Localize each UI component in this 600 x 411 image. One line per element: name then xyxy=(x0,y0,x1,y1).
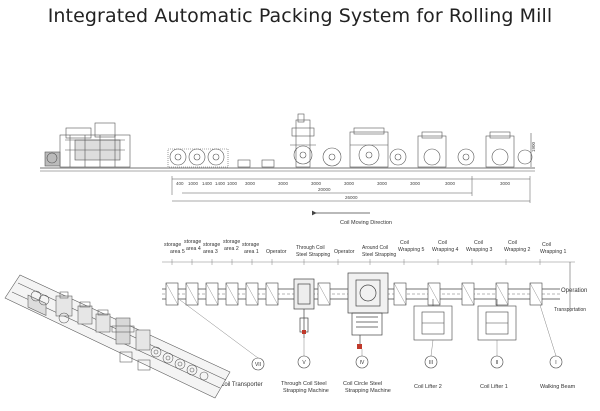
coil-group-left xyxy=(167,148,229,168)
station-label: Steel Strapping xyxy=(362,252,396,258)
isometric-view xyxy=(4,274,231,399)
station-label: storage xyxy=(203,242,220,248)
height-dimension: 1900 xyxy=(531,141,536,152)
marker-label: VII xyxy=(255,362,261,368)
dim-label: 3000 xyxy=(311,181,322,186)
around-strapping-plan xyxy=(347,272,389,349)
through-strapping-plan xyxy=(293,278,315,338)
station-label: area 1 xyxy=(244,249,259,255)
conveyor-stations xyxy=(165,282,543,306)
dim-label: 3000 xyxy=(245,181,256,186)
elevation-view: 1900 xyxy=(40,113,536,172)
segment-dimensions: 400 1000 1400 1400 1000 3000 3000 3000 3… xyxy=(176,181,511,200)
marker-leaders xyxy=(179,299,557,359)
iso-lifter-icon xyxy=(55,291,73,324)
machine-label: Coil Lifter 2 xyxy=(414,384,442,390)
left-machine-icon xyxy=(44,122,131,168)
marker-circle xyxy=(251,357,265,371)
machine-label: Through Coil Steel xyxy=(281,381,327,387)
iso-coils-icon xyxy=(150,346,209,381)
marker-label: IV xyxy=(360,360,365,366)
station-label: Coil xyxy=(400,240,409,246)
station-label: storage xyxy=(223,239,240,245)
side-labels: Operation Transportation xyxy=(554,262,587,313)
marker-circle xyxy=(490,355,504,369)
coil-lifter-1-plan xyxy=(477,299,517,341)
machine-label: Walking Beam xyxy=(540,384,576,390)
through-strapping-machine-icon xyxy=(290,113,316,168)
station-label: Through Coil xyxy=(296,245,325,251)
marker-circle xyxy=(549,355,563,369)
coil-moving-direction: Coil Moving Direction xyxy=(312,210,392,226)
station-label: Wrapping 2 xyxy=(504,247,531,253)
dim-label: 3000 xyxy=(410,181,421,186)
station-label: area 4 xyxy=(186,246,201,252)
machine-label: Strapping Machine xyxy=(283,388,329,394)
station-label: Steel Strapping xyxy=(296,252,330,258)
marker-label: II xyxy=(496,360,499,366)
machine-label: Strapping Machine xyxy=(345,388,391,394)
station-label: storage xyxy=(164,242,181,248)
dim-label: 400 xyxy=(176,181,184,186)
dim-label: 3000 xyxy=(344,181,355,186)
station-label: area 2 xyxy=(224,246,239,252)
marker-circle xyxy=(424,355,438,369)
station-label: Coil xyxy=(508,240,517,246)
roman-markers: VII V IV III II I xyxy=(251,355,563,371)
station-label: Wrapping 4 xyxy=(432,247,459,253)
station-label: Wrapping 5 xyxy=(398,247,425,253)
station-label: storage xyxy=(242,242,259,248)
operation-label: Operation xyxy=(561,288,587,294)
marker-label: I xyxy=(555,360,556,366)
dim-label: 3000 xyxy=(377,181,388,186)
machine-label: Coil Lifter 1 xyxy=(480,384,508,390)
iso-coil-lifters-icon xyxy=(119,351,151,371)
around-strapping-machine-icon xyxy=(349,127,389,168)
dim-label: 1000 xyxy=(188,181,199,186)
dim-label: 1400 xyxy=(202,181,213,186)
direction-label: Coil Moving Direction xyxy=(340,220,392,226)
station-label: Coil xyxy=(542,242,551,248)
station-ticks xyxy=(162,259,575,265)
machine-label: Coil Circle Steel xyxy=(343,381,382,387)
iso-strapping-icon xyxy=(111,317,151,351)
wrapping-machine-icon xyxy=(417,131,533,168)
station-label: area 5 xyxy=(170,249,185,255)
iso-wrapper-icon xyxy=(77,301,111,333)
coil-lifter-2-plan xyxy=(413,299,453,341)
dim-label: 1400 xyxy=(215,181,226,186)
station-label: storage xyxy=(184,239,201,245)
station-label: area 3 xyxy=(203,249,218,255)
marker-label: V xyxy=(302,360,306,366)
dim-label: 20000 xyxy=(318,187,331,192)
dim-label: 26000 xyxy=(345,195,358,200)
iso-walking-beam-icon xyxy=(27,290,50,316)
station-label: Around Coil xyxy=(362,245,388,251)
diagram-title: Integrated Automatic Packing System for … xyxy=(47,5,553,27)
marker-circle xyxy=(297,355,311,369)
bottom-labels: Coil Transporter Through Coil Steel Stra… xyxy=(220,381,576,394)
station-label: Operator xyxy=(266,249,287,255)
station-label: Operator xyxy=(334,249,355,255)
transportation-label: Transportation xyxy=(554,307,586,313)
marker-label: III xyxy=(429,360,433,366)
dim-label: 3000 xyxy=(500,181,511,186)
marker-circle xyxy=(355,355,369,369)
dimension-chain xyxy=(171,176,531,203)
machine-label: Coil Transporter xyxy=(220,382,263,388)
dim-label: 1000 xyxy=(227,181,238,186)
station-label: Coil xyxy=(474,240,483,246)
dim-label: 3000 xyxy=(278,181,289,186)
station-label: Wrapping 1 xyxy=(540,249,567,255)
station-labels: storage area 5 storage area 4 storage ar… xyxy=(164,239,567,258)
station-label: Coil xyxy=(438,240,447,246)
station-label: Wrapping 3 xyxy=(466,247,493,253)
dim-label: 3000 xyxy=(445,181,456,186)
